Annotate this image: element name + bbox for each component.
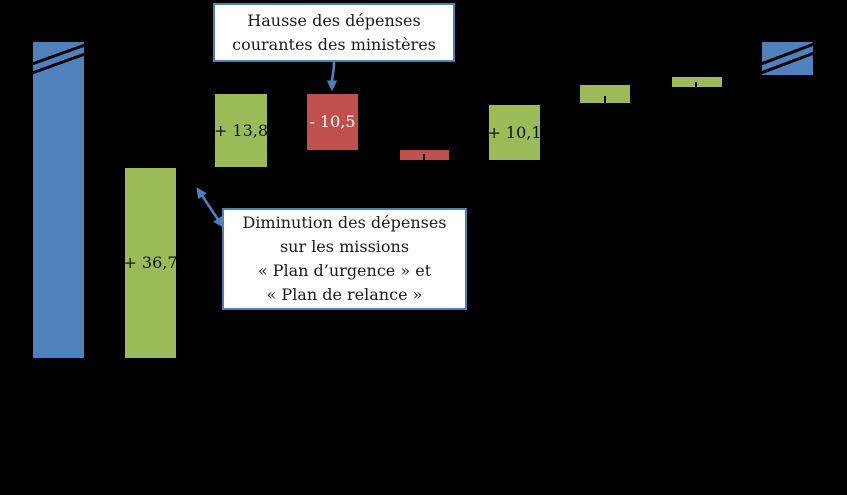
bar-label-step-2: + 13,8 (213, 120, 269, 140)
callout-diminution-depenses: Diminution des dépenses sur les missions… (222, 208, 467, 310)
bar-step-3: - 10,5 (307, 94, 358, 150)
bar-total-end (762, 42, 813, 75)
annotation-arrow-hausse (326, 61, 338, 92)
bar-total-start (33, 42, 84, 358)
annotation-arrow-diminution (196, 187, 224, 228)
callout-hausse-text: Hausse des dépenses courantes des minist… (232, 10, 436, 54)
bar-step-7-tick (695, 82, 697, 95)
bar-label-step-1: + 36,7 (123, 253, 178, 272)
bar-label-step-5: + 10,1 (487, 122, 542, 142)
bar-step-4-tick (423, 154, 425, 167)
callout-diminution-text: Diminution des dépenses sur les missions… (242, 213, 447, 304)
bar-label-step-3: - 10,5 (309, 112, 356, 131)
bar-step-5: + 10,1 (487, 105, 542, 160)
bar-step-6-tick (604, 96, 606, 109)
callout-hausse-depenses: Hausse des dépenses courantes des minist… (213, 3, 455, 62)
bar-step-7 (672, 77, 722, 87)
bar-step-2: + 13,8 (213, 94, 269, 167)
bar-step-1: + 36,7 (123, 168, 178, 358)
bar-step-6 (580, 85, 630, 103)
